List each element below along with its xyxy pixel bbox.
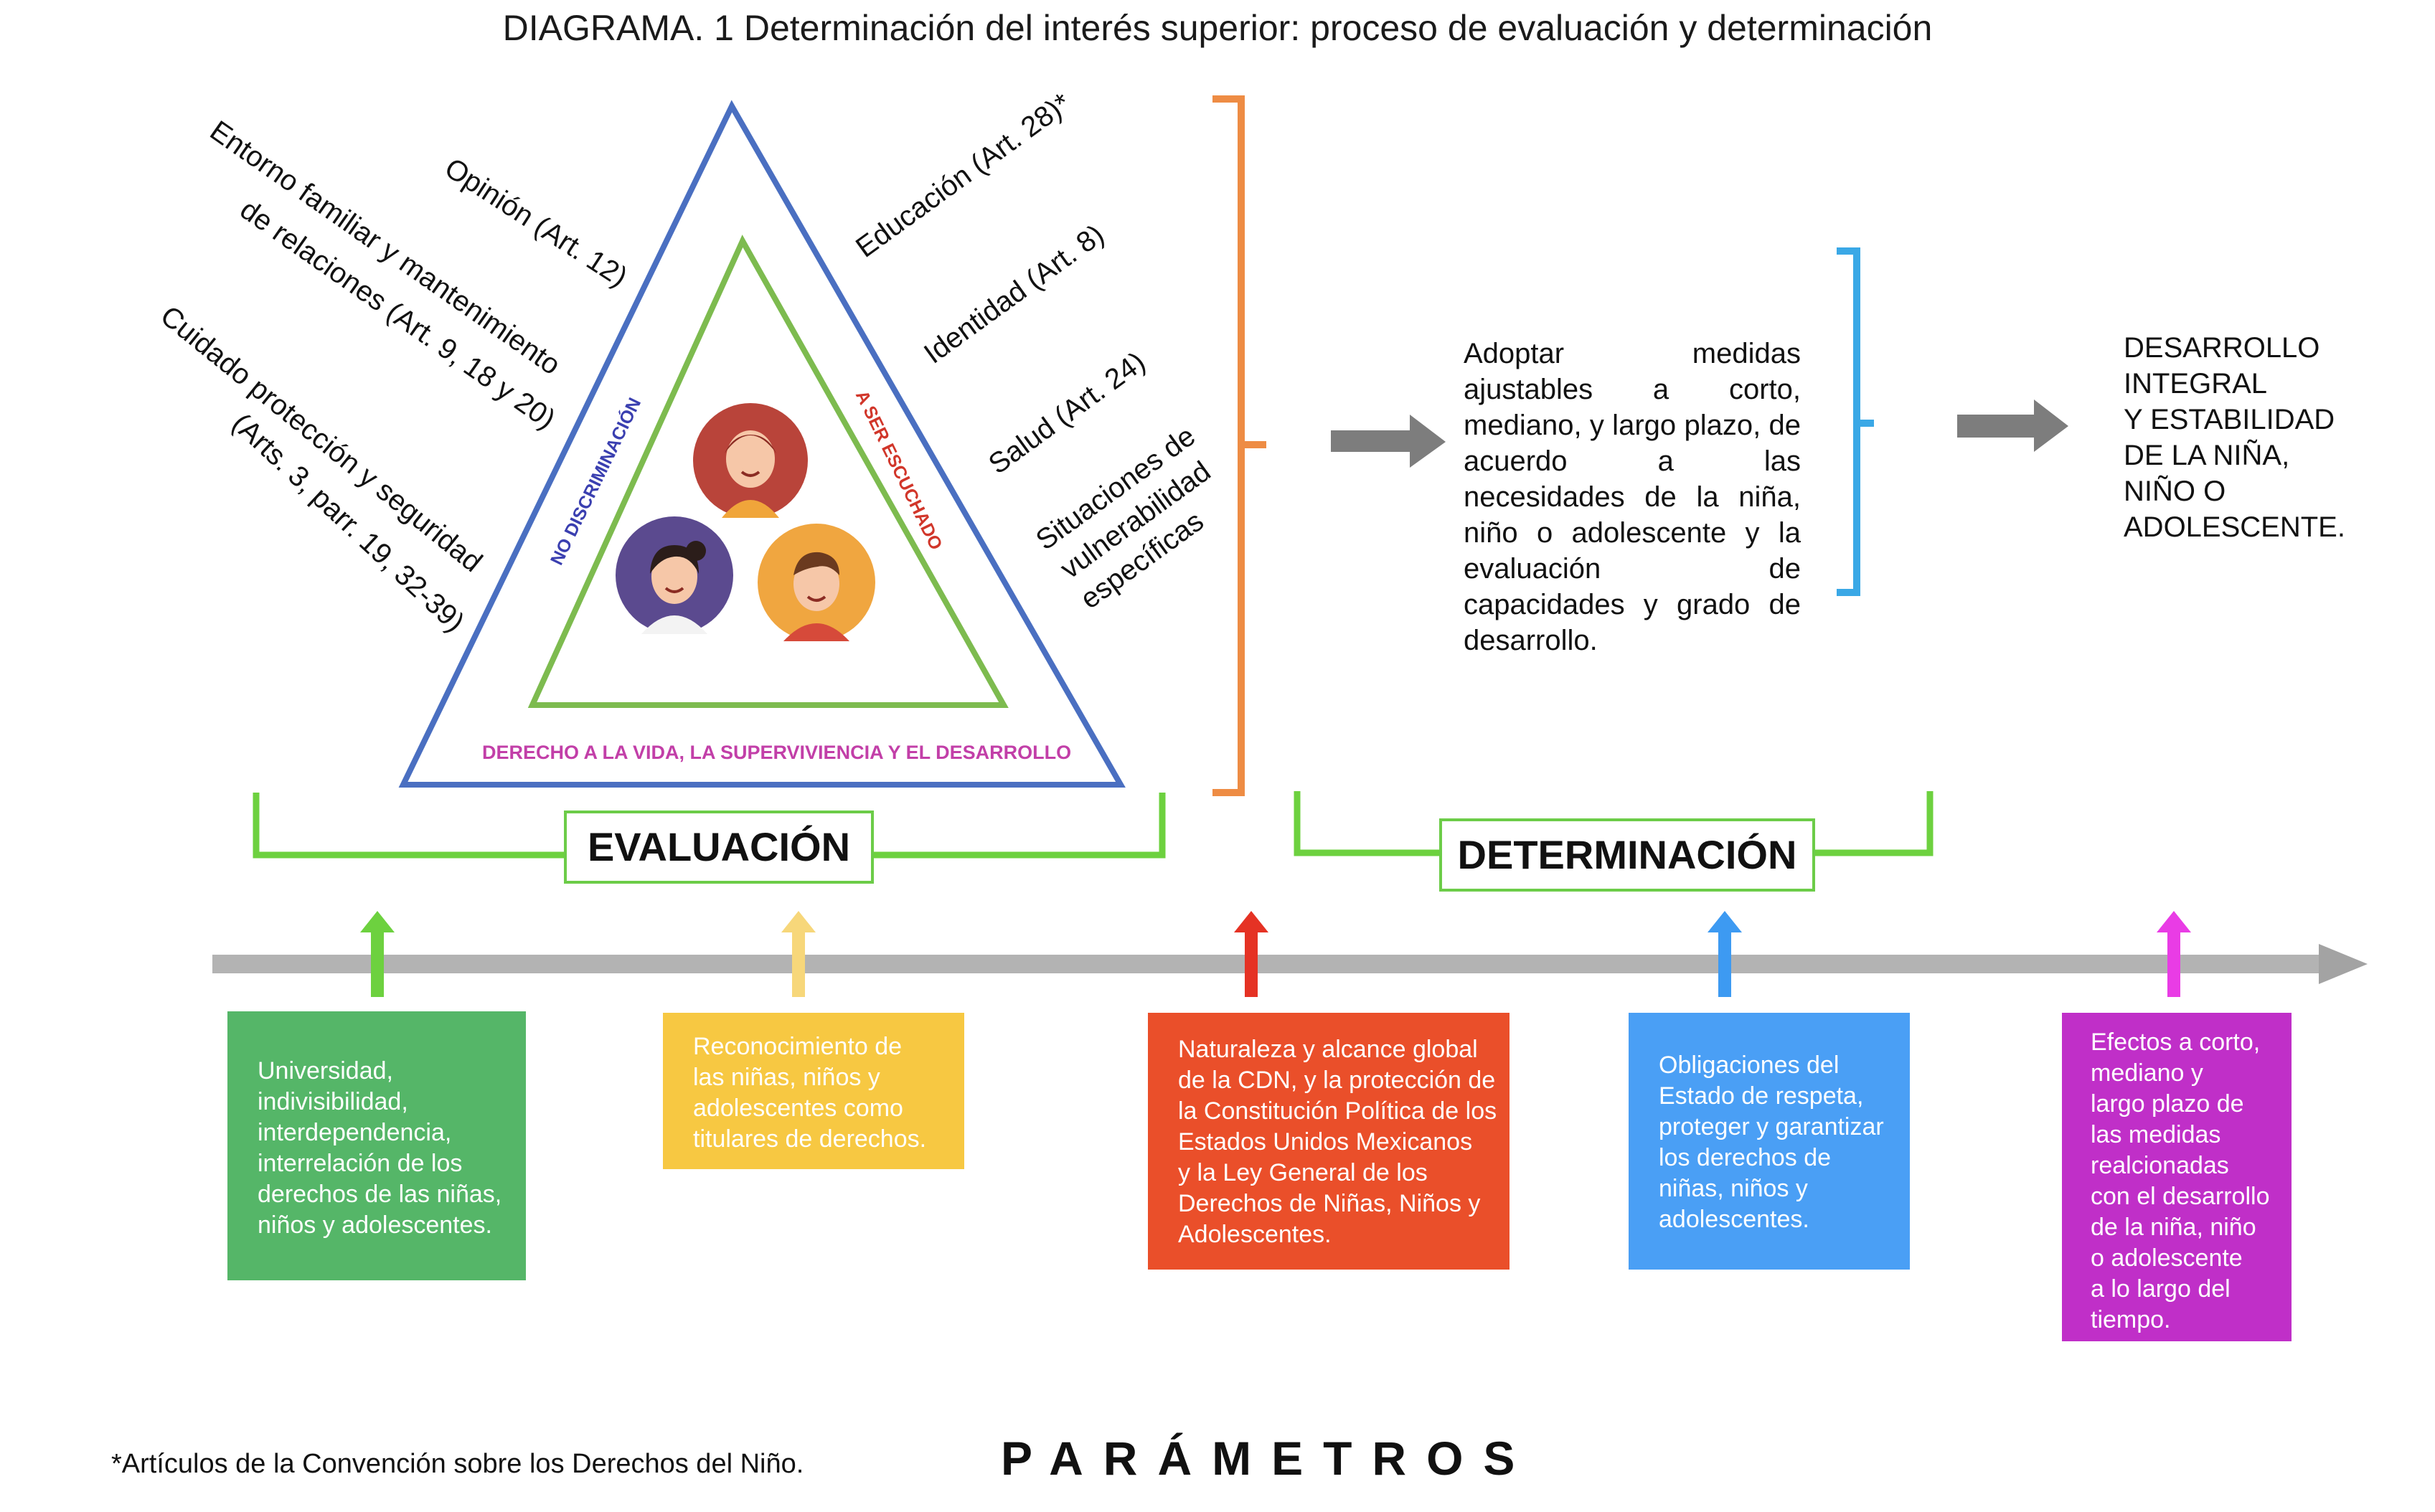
- timeline-arrowhead: [2319, 944, 2368, 984]
- woman-avatar-icon: [616, 516, 733, 634]
- principle-life: DERECHO A LA VIDA, LA SUPERVIVIENCIA Y E…: [482, 742, 1072, 763]
- inner-triangle: [527, 235, 1009, 708]
- girl-avatar-icon: [693, 403, 808, 518]
- magenta-up-arrow: [2157, 911, 2191, 997]
- determination-label: DETERMINACIÓN: [1439, 818, 1815, 892]
- result-text: DESARROLLO INTEGRAL Y ESTABILIDAD DE LA …: [2124, 332, 2345, 543]
- outer-triangle: [398, 100, 1126, 788]
- parameter-card-cdn: Naturaleza y alcance global de la CDN, y…: [1148, 1013, 1509, 1270]
- footnote: *Artículos de la Convención sobre los De…: [111, 1449, 804, 1479]
- blue-bracket: [1837, 247, 1874, 596]
- yellow-up-arrow: [781, 911, 816, 997]
- parameters-label: PARÁMETROS: [1001, 1432, 1535, 1485]
- orange-bracket: [1212, 95, 1266, 796]
- green-up-arrow: [360, 911, 395, 997]
- measures-text: Adoptar medidas ajustables a corto, medi…: [1464, 338, 1801, 656]
- boy-avatar-icon: [758, 524, 875, 641]
- red-up-arrow: [1234, 911, 1268, 997]
- parameter-card-state-obligations: Obligaciones del Estado de respeta, prot…: [1629, 1013, 1910, 1270]
- parameter-card-universality: Universidad, indivisibilidad, interdepen…: [227, 1011, 526, 1280]
- blue-up-arrow: [1708, 911, 1742, 997]
- arrow-to-measures: [1331, 415, 1446, 468]
- parameter-card-recognition: Reconocimiento de las niñas, niños y ado…: [663, 1013, 964, 1169]
- evaluation-label: EVALUACIÓN: [564, 811, 874, 884]
- parameter-card-effects: Efectos a corto, mediano y largo plazo d…: [2062, 1013, 2292, 1341]
- diagram-title: DIAGRAMA. 1 Determinación del interés su…: [502, 8, 1933, 48]
- arrow-to-result: [1957, 400, 2068, 452]
